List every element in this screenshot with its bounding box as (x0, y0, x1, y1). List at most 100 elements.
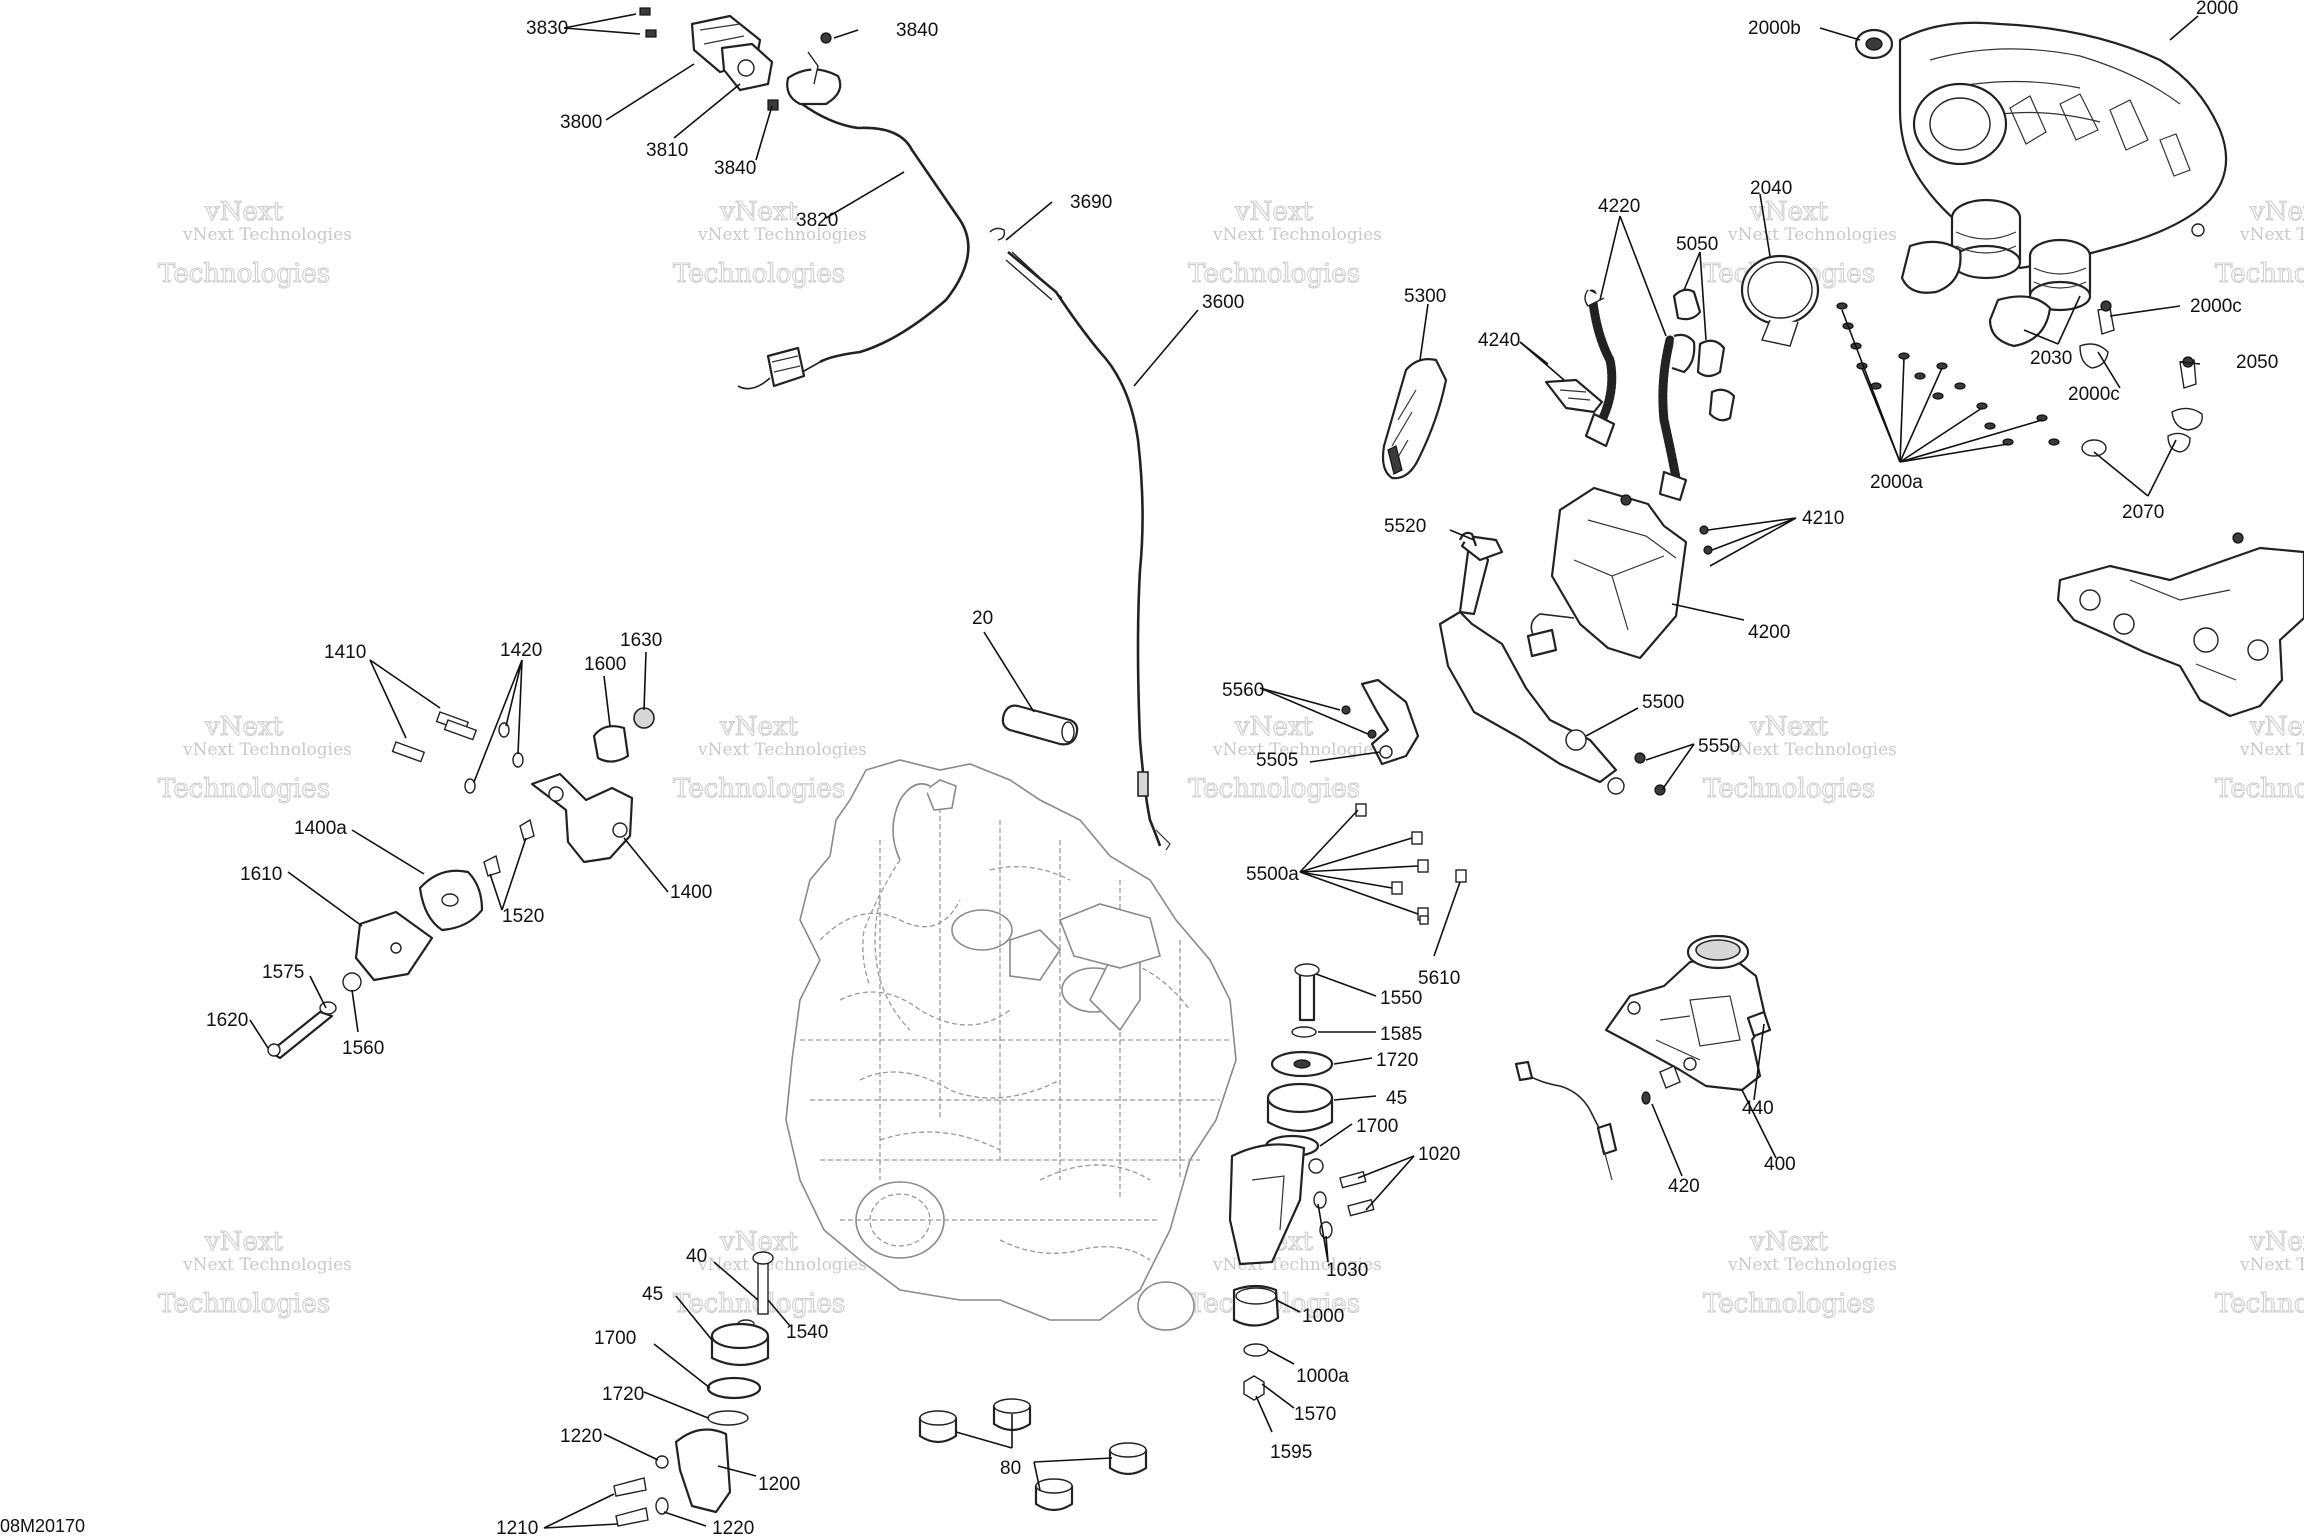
airbox-2000-drawing (1854, 21, 2228, 457)
callout-1700-right: 1700 (1356, 1116, 1398, 1137)
callout-2050: 2050 (2236, 352, 2278, 373)
sensor-3800-drawing (639, 7, 970, 390)
watermark-text-large: Technologies (2215, 1289, 2304, 1319)
hose-4220-drawing (1584, 288, 1736, 502)
diagram-reference-code: 08M20170 (0, 1516, 85, 1536)
callout-2000c-top: 2000c (2190, 296, 2242, 317)
watermark-block: vNext vNext Technologies Technologies (157, 196, 351, 289)
cable-3600-drawing (989, 227, 1171, 851)
watermark-mark: vNext (1234, 712, 1313, 742)
callout-1400: 1400 (670, 882, 712, 903)
watermark-text: vNext Technologies (1727, 1255, 1897, 1275)
watermark-mark: vNext (2249, 712, 2304, 742)
watermark-mark: vNext (719, 712, 798, 742)
callout-45-bottom: 45 (642, 1284, 663, 1305)
watermark-text-large: Technologies (2215, 259, 2304, 289)
callout-1420: 1420 (500, 640, 542, 661)
clamp-2040-drawing (1740, 254, 1820, 347)
callout-1630: 1630 (620, 630, 662, 651)
callout-2030: 2030 (2030, 348, 2072, 369)
callout-3690: 3690 (1070, 192, 1112, 213)
bracket-right-drawing (2056, 532, 2304, 718)
callout-3840-bottom: 3840 (714, 158, 756, 179)
callout-1595: 1595 (1270, 1442, 1312, 1463)
callout-420: 420 (1668, 1176, 1700, 1197)
watermark-mark: vNext (2249, 1227, 2304, 1257)
watermark-block: vNext vNext Technologies Technologies (1187, 196, 1381, 289)
watermark-block: vNext vNext Technologies Technologies (1702, 1226, 1897, 1319)
mount-1400-drawing (267, 707, 655, 1060)
callout-1020: 1020 (1418, 1144, 1460, 1165)
callout-4200: 4200 (1748, 622, 1790, 643)
throttle-400-drawing (1514, 934, 1772, 1181)
mount-1000-drawing (1232, 1284, 1280, 1401)
ecu-4200-drawing (1438, 486, 1713, 795)
callout-1220-top: 1220 (560, 1426, 602, 1447)
callout-1570: 1570 (1294, 1404, 1336, 1425)
callout-1400a: 1400a (294, 818, 347, 839)
watermark-mark: vNext (204, 197, 283, 227)
callout-1585: 1585 (1380, 1024, 1422, 1045)
callout-1410: 1410 (324, 642, 366, 663)
callout-3820: 3820 (796, 210, 838, 231)
callout-3810: 3810 (646, 140, 688, 161)
watermark-text-large: Technologies (1703, 774, 1875, 804)
callout-1610: 1610 (240, 864, 282, 885)
callout-1550: 1550 (1380, 988, 1422, 1009)
watermark-text-large: Technologies (1703, 1289, 1875, 1319)
watermark-text-large: Technologies (158, 259, 330, 289)
callout-3800: 3800 (560, 112, 602, 133)
watermark-mark: vNext (1749, 1227, 1828, 1257)
callout-5610: 5610 (1418, 968, 1460, 989)
callout-1600: 1600 (584, 654, 626, 675)
callout-4210: 4210 (1802, 508, 1844, 529)
callout-1000: 1000 (1302, 1306, 1344, 1327)
callout-1210: 1210 (496, 1518, 538, 1536)
sleeve-20-drawing (1001, 704, 1079, 746)
watermark-text: vNext Technologies (697, 225, 867, 245)
callout-2000c-bottom: 2000c (2068, 384, 2120, 405)
watermark-mark: vNext (204, 1227, 283, 1257)
watermark-block: vNext vNext Technologies Technologies (1702, 711, 1896, 804)
callout-labels: 3830 3840 3800 3810 3840 3820 3690 3600 … (206, 0, 2278, 1536)
callout-5560: 5560 (1222, 680, 1264, 701)
callout-1000a: 1000a (1296, 1366, 1349, 1387)
watermark-mark: vNext (1234, 197, 1313, 227)
watermark-text-large: Technologies (158, 1289, 330, 1319)
watermark-block: vNext vNext Technologies Technologies (672, 711, 867, 804)
engine-ghost-drawing (785, 759, 1237, 1331)
watermark-text-large: Technologies (2215, 774, 2304, 804)
watermark-text: vNext Technologies (2239, 1255, 2304, 1275)
callout-2000: 2000 (2196, 0, 2238, 19)
callout-2070: 2070 (2122, 502, 2164, 523)
callout-440: 440 (1742, 1098, 1774, 1119)
callout-2000a: 2000a (1870, 472, 1923, 493)
callout-40: 40 (686, 1246, 707, 1267)
callout-80: 80 (1000, 1458, 1021, 1479)
watermark-text-large: Technologies (1188, 259, 1360, 289)
watermark-block: vNext vNext Technologies Technologies (157, 711, 351, 804)
callout-4220: 4220 (1598, 196, 1640, 217)
callout-1620: 1620 (206, 1010, 248, 1031)
watermark-block: vNext vNext Technologies Technologies (1187, 711, 1382, 804)
watermark-text: vNext Technologies (1212, 740, 1382, 760)
watermark-block: vNext vNext Technologies Technologies (672, 196, 867, 289)
callout-2040: 2040 (1750, 178, 1792, 199)
callout-1200: 1200 (758, 1474, 800, 1495)
watermark-mark: vNext (2249, 197, 2304, 227)
callout-1575: 1575 (262, 962, 304, 983)
callout-4240: 4240 (1478, 330, 1520, 351)
watermark-text: vNext Technologies (2239, 225, 2304, 245)
callout-1220-bottom: 1220 (712, 1518, 754, 1536)
callout-1030: 1030 (1326, 1260, 1368, 1281)
watermark-block: vNext vNext Technologies Technologies (157, 1226, 352, 1319)
watermark-text: vNext Technologies (697, 740, 867, 760)
callout-1720-bottom: 1720 (602, 1384, 644, 1405)
callout-1560: 1560 (342, 1038, 384, 1059)
watermark-text: vNext Technologies (182, 1255, 352, 1275)
callout-1700-bottom: 1700 (594, 1328, 636, 1349)
callout-1540: 1540 (786, 1322, 828, 1343)
watermark-text: vNext Technologies (697, 1255, 867, 1275)
watermark-block: vNext vNext Technologies Technologies (2214, 711, 2304, 804)
